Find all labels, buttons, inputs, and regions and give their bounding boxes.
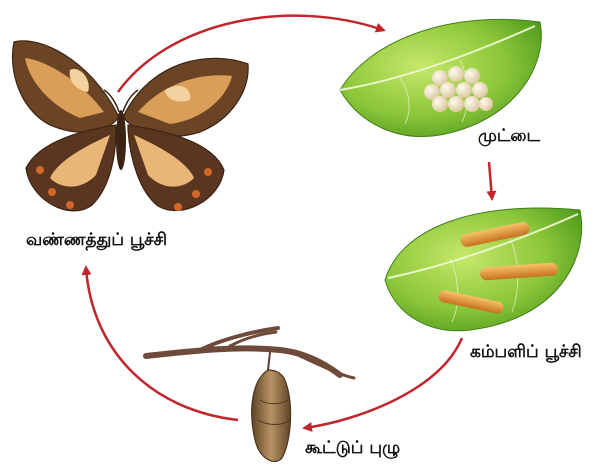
stage-label-larva: கம்பளிப் பூச்சி [470,342,582,364]
caterpillar-leaf-icon [385,208,582,331]
egg-leaf-icon [340,19,541,136]
arrow-larva-to-pupa [305,338,462,428]
stage-label-egg: முட்டை [478,126,540,148]
stage-label-adult: வண்ணத்துப் பூச்சி [26,230,167,252]
butterfly-icon [13,41,249,211]
stage-label-pupa: கூட்டுப் புழு [305,438,400,460]
arrow-egg-to-larva [489,162,492,198]
